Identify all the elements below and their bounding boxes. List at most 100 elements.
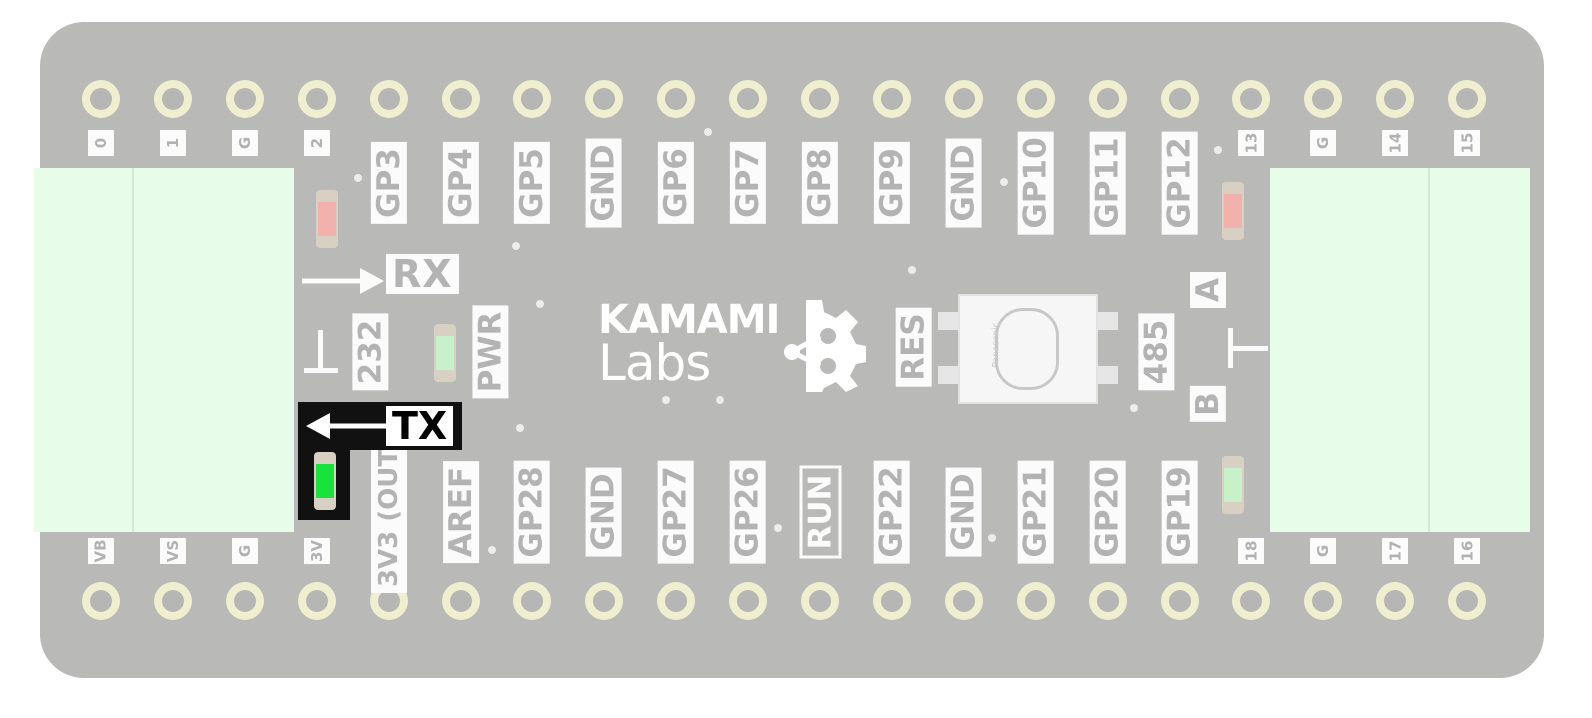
pin-function-text: GP9 (874, 142, 910, 224)
rx-arrow-icon (302, 268, 384, 294)
reset-button-cap[interactable] (995, 308, 1059, 390)
pin-number-text: 0 (92, 137, 110, 149)
tx-arrow-icon (306, 413, 386, 439)
pin-function-text: GP26 (730, 460, 766, 564)
pin-pad (585, 582, 623, 620)
left-terminal-block (34, 168, 294, 532)
pin-function-text: GND (586, 467, 622, 557)
pin-function-label: GND (946, 128, 982, 238)
rx-led (316, 190, 338, 248)
pin-pad (1232, 80, 1270, 118)
logo-labs: Labs (598, 334, 711, 392)
pin-pad (226, 582, 264, 620)
via (662, 396, 670, 404)
pin-number-text: 15 (1458, 132, 1476, 154)
pin-function-label: GP8 (802, 128, 838, 238)
ground-icon (304, 330, 338, 380)
pin-function-text: GP28 (514, 460, 550, 564)
pin-number-text: 1 (164, 137, 182, 149)
rx-label: RX (386, 254, 459, 294)
pin-function-label: GP5 (514, 128, 550, 238)
pin-function-text: GND (946, 467, 982, 557)
pin-pad (729, 80, 767, 118)
pin-number-text: 16 (1458, 540, 1476, 562)
pin-function-label: RUN (799, 450, 841, 574)
pin-number-label: 2 (304, 130, 330, 156)
pin-number-label: VS (160, 538, 186, 564)
pin-function-label: GP4 (443, 128, 479, 238)
pin-pad (442, 582, 480, 620)
line-b-led (1222, 456, 1244, 514)
pin-number-text: G (1314, 136, 1332, 150)
pin-pad (945, 582, 983, 620)
pin-function-label: GP12 (1162, 128, 1198, 238)
pin-number-text: 2 (308, 137, 326, 149)
via (1000, 178, 1008, 186)
pin-pad (370, 80, 408, 118)
pin-pad (657, 582, 695, 620)
via (1130, 404, 1138, 412)
pin-number-label: 3V (304, 538, 330, 564)
pin-number-label: 16 (1454, 538, 1480, 564)
pin-function-label: GP22 (874, 450, 910, 574)
pin-number-label: 13 (1238, 130, 1264, 156)
pin-pad (801, 80, 839, 118)
pin-function-text: GP21 (1018, 460, 1054, 564)
pin-pad (154, 80, 192, 118)
pin-pad (298, 582, 336, 620)
pin-function-text: GP10 (1018, 131, 1054, 235)
via (1214, 146, 1222, 154)
line-a-led-lens (1224, 194, 1242, 228)
pin-function-label: GP6 (658, 128, 694, 238)
pin-function-text: GP27 (658, 460, 694, 564)
pin-pad (801, 582, 839, 620)
pin-number-label: 15 (1454, 130, 1480, 156)
pin-pad (513, 582, 551, 620)
pin-function-text: GP4 (443, 142, 479, 224)
pin-pad (945, 80, 983, 118)
reset-button-pin (938, 366, 960, 384)
pin-pad (226, 80, 264, 118)
pin-pad (873, 80, 911, 118)
reset-button[interactable] (958, 294, 1098, 404)
pin-function-label: GP19 (1162, 450, 1198, 574)
reset-button-pin (938, 312, 960, 330)
via (488, 546, 496, 554)
pin-number-label: VB (88, 538, 114, 564)
pin-function-label: 3V3 (OUT) (371, 430, 408, 594)
pin-number-label: 14 (1382, 130, 1408, 156)
pin-function-text: GND (946, 138, 982, 228)
pin-pad (1232, 582, 1270, 620)
via (354, 174, 362, 182)
pin-pad (82, 582, 120, 620)
pin-function-text: GP8 (802, 142, 838, 224)
pin-function-text: GP19 (1162, 460, 1198, 564)
pin-pad (154, 582, 192, 620)
pin-number-label: 17 (1382, 538, 1408, 564)
pin-function-label: GP21 (1018, 450, 1054, 574)
pin-function-text: RUN (799, 465, 841, 559)
pin-function-label: GP10 (1018, 128, 1054, 238)
pin-function-label: GND (946, 450, 982, 574)
line-b-led-lens (1224, 468, 1242, 502)
pin-pad (298, 80, 336, 118)
pin-number-text: G (236, 136, 254, 150)
power-led (434, 324, 456, 382)
pin-function-label: GP27 (658, 450, 694, 574)
pin-pad (1089, 80, 1127, 118)
pin-function-label: GP28 (514, 450, 550, 574)
button-brand-text: Panasonic (991, 322, 1002, 368)
power-label: PWR (472, 304, 509, 400)
tx-label: TX (386, 406, 454, 446)
via (704, 128, 712, 136)
pin-function-text: GP3 (371, 142, 407, 224)
via (988, 534, 996, 542)
pin-function-text: GP22 (874, 460, 910, 564)
pin-function-text: AREF (443, 460, 479, 564)
line-a-label: A (1190, 262, 1226, 318)
pin-pad (657, 80, 695, 118)
pin-function-label: GP3 (371, 128, 407, 238)
left-terminal-divider (132, 168, 134, 532)
pin-number-text: 14 (1386, 132, 1404, 154)
pin-pad (82, 80, 120, 118)
